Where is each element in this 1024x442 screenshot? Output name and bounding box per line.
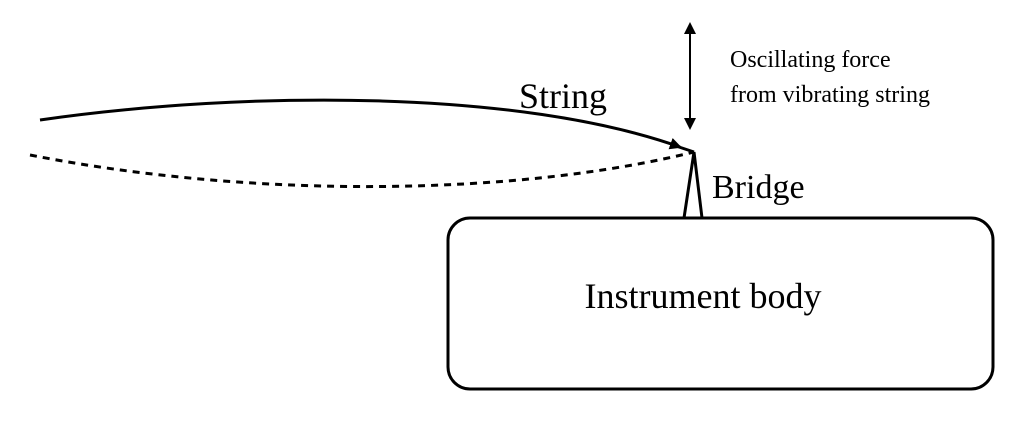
- bridge-shape: [682, 151, 704, 220]
- force-label-line1: Oscillating force: [730, 47, 891, 73]
- instrument-body-box: [446, 216, 995, 391]
- string-upper-curve: [39, 98, 682, 150]
- instrument-body-label: Instrument body: [585, 276, 822, 316]
- string-lower-curve: [29, 150, 695, 189]
- bridge-label: Bridge: [712, 169, 805, 206]
- string-label: String: [519, 76, 607, 116]
- string-bridge-segment: [675, 144, 695, 154]
- force-label-line2: from vibrating string: [730, 82, 930, 108]
